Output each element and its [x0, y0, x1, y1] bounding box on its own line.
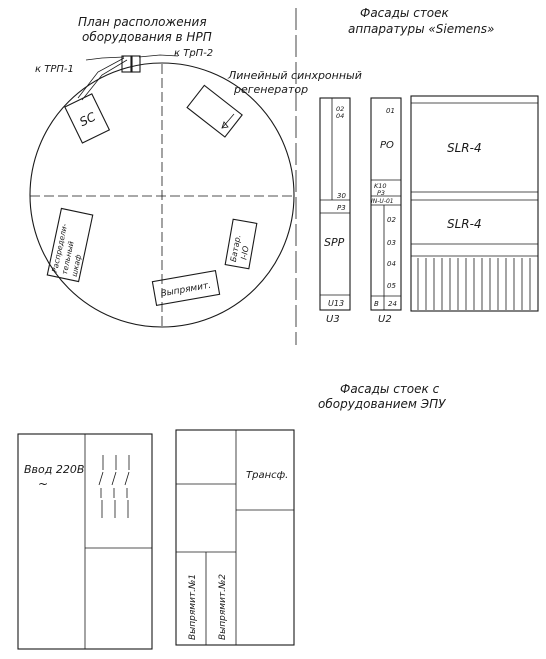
svg-text:B: B: [374, 300, 379, 308]
regen-label-line1: Линейный синхронный: [227, 69, 362, 82]
slr-top-label: SLR-4: [447, 141, 482, 155]
regen-label-line2: регенератор: [233, 83, 308, 96]
switch-symbols: [98, 455, 130, 518]
vypr2-label: Выпрямит.№2: [218, 574, 228, 640]
label-ktp2: к ТрП-2: [174, 48, 213, 59]
vypr1-label: Выпрямит.№1: [188, 574, 198, 640]
svg-text:01: 01: [386, 107, 395, 115]
svg-text:I-IO: I-IO: [239, 245, 250, 260]
rack-slr4: SLR-4 SLR-4: [410, 95, 539, 312]
cable-to-sc-2: [81, 59, 128, 101]
epu-title-line2: оборудованием ЭПУ: [318, 397, 446, 411]
slr-connector-strip: [417, 258, 531, 310]
svg-text:03: 03: [387, 239, 396, 247]
epu-racks: Фасады стоек с оборудованием ЭПУ Ввод 22…: [17, 382, 446, 650]
svg-text:02: 02: [336, 105, 344, 113]
sc-block: SC: [64, 93, 111, 144]
svg-text:IN-U-01: IN-U-01: [371, 198, 394, 205]
cable-entry-left: [121, 55, 133, 73]
spp-label: SPP: [324, 236, 345, 249]
regenerator-arrow: [221, 121, 229, 129]
rack-u3-label: U3: [326, 314, 340, 325]
svg-text:24: 24: [388, 300, 397, 308]
regenerator-block: [186, 84, 243, 138]
plan-title-line1: План расположения: [78, 15, 207, 29]
sc-label: SC: [77, 109, 98, 129]
shelter-outline: [29, 62, 295, 328]
svg-text:P3: P3: [377, 189, 385, 197]
epu-rack-input: Ввод 220В ~: [17, 433, 153, 650]
transf-label: Трансф.: [246, 470, 288, 481]
label-ktp1: к ТРП-1: [35, 64, 74, 75]
regenerator-leader: [221, 113, 235, 129]
cable-trp2: [138, 54, 179, 58]
svg-text:30: 30: [337, 192, 346, 200]
rack-u2: 01 PO K10 P3 IN-U-01 02 03 04 05 B 24 U2: [370, 97, 402, 325]
rectifier-block: Выпрямит.: [151, 269, 221, 307]
epu-rack-power: Трансф. Выпрямит.№1 Выпрямит.№2: [175, 429, 295, 646]
plan-title-line2: оборудования в НРП: [82, 30, 212, 44]
siemens-racks: Фасады стоек аппаратуры «Siemens» 02 04 …: [319, 6, 539, 325]
cable-to-sc: [77, 57, 125, 99]
svg-text:K10: K10: [374, 182, 387, 190]
svg-text:02: 02: [387, 216, 396, 224]
battery-block: Батар. I-IO: [224, 218, 258, 270]
slr-bottom-label: SLR-4: [447, 217, 482, 231]
equipment-plan: План расположения оборудования в НРП к Т…: [29, 15, 362, 328]
svg-text:04: 04: [336, 112, 344, 120]
siemens-title-line2: аппаратуры «Siemens»: [348, 22, 494, 36]
svg-text:04: 04: [387, 260, 396, 268]
cable-trp1: [85, 56, 125, 61]
siemens-title-line1: Фасады стоек: [360, 6, 450, 20]
rack-u3: 02 04 30 P3 SPP U13 U3: [319, 97, 351, 325]
distribution-cabinet: Распредели- тельный шкаф: [46, 207, 94, 283]
tilde-label: ~: [38, 477, 48, 491]
svg-text:PO: PO: [380, 140, 394, 151]
cable-entry-right: [130, 55, 141, 73]
rack-u2-label: U2: [378, 314, 392, 325]
svg-text:P3: P3: [337, 204, 346, 212]
vvod-label: Ввод 220В: [24, 463, 84, 476]
epu-title-line1: Фасады стоек с: [340, 382, 440, 396]
svg-text:U13: U13: [328, 299, 344, 308]
svg-text:05: 05: [387, 282, 396, 290]
